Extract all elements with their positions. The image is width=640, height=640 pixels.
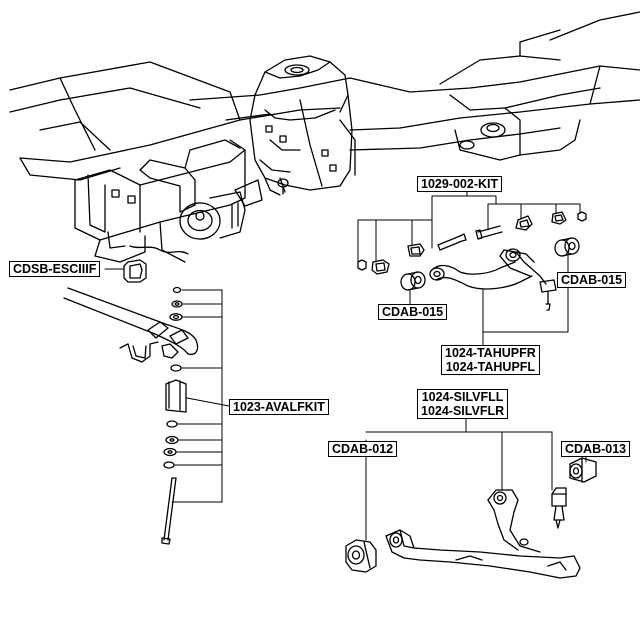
stab-bushing-part <box>123 259 147 283</box>
vehicle-frame <box>9 11 640 263</box>
upper-arm-bushing-parts <box>400 237 580 291</box>
stabilizer-bar <box>63 287 199 363</box>
upper-control-arm <box>429 248 557 311</box>
label-upper-arm-kit[interactable]: 1029-002-KIT <box>417 176 503 192</box>
label-stab-link-kit[interactable]: 1023-AVALFKIT <box>229 399 329 415</box>
lower-arm-bushing-013 <box>569 457 597 483</box>
label-upper-arm-left: 1024-TAHUPFL <box>445 360 536 374</box>
label-upper-arm-right: 1024-TAHUPFR <box>445 346 536 360</box>
label-upper-arm-bushing-left[interactable]: CDAB-015 <box>378 304 448 320</box>
label-lower-arm[interactable]: 1024-SILVFLL 1024-SILVFLR <box>417 389 509 419</box>
label-lower-arm-bushing-rear[interactable]: CDAB-013 <box>561 441 631 457</box>
stab-link-kit-parts <box>161 286 187 545</box>
label-upper-arm[interactable]: 1024-TAHUPFR 1024-TAHUPFL <box>441 345 540 375</box>
lower-arm-bushing-012 <box>345 539 377 573</box>
upper-arm-kit-parts <box>357 211 587 275</box>
label-lower-arm-right: 1024-SILVFLR <box>421 404 505 418</box>
label-lower-arm-bushing-front[interactable]: CDAB-012 <box>328 441 398 457</box>
label-stab-bushing[interactable]: CDSB-ESCIIIF <box>9 261 101 277</box>
lower-control-arm <box>385 487 581 579</box>
label-lower-arm-left: 1024-SILVFLL <box>421 390 504 404</box>
label-upper-arm-bushing-right[interactable]: CDAB-015 <box>557 272 627 288</box>
